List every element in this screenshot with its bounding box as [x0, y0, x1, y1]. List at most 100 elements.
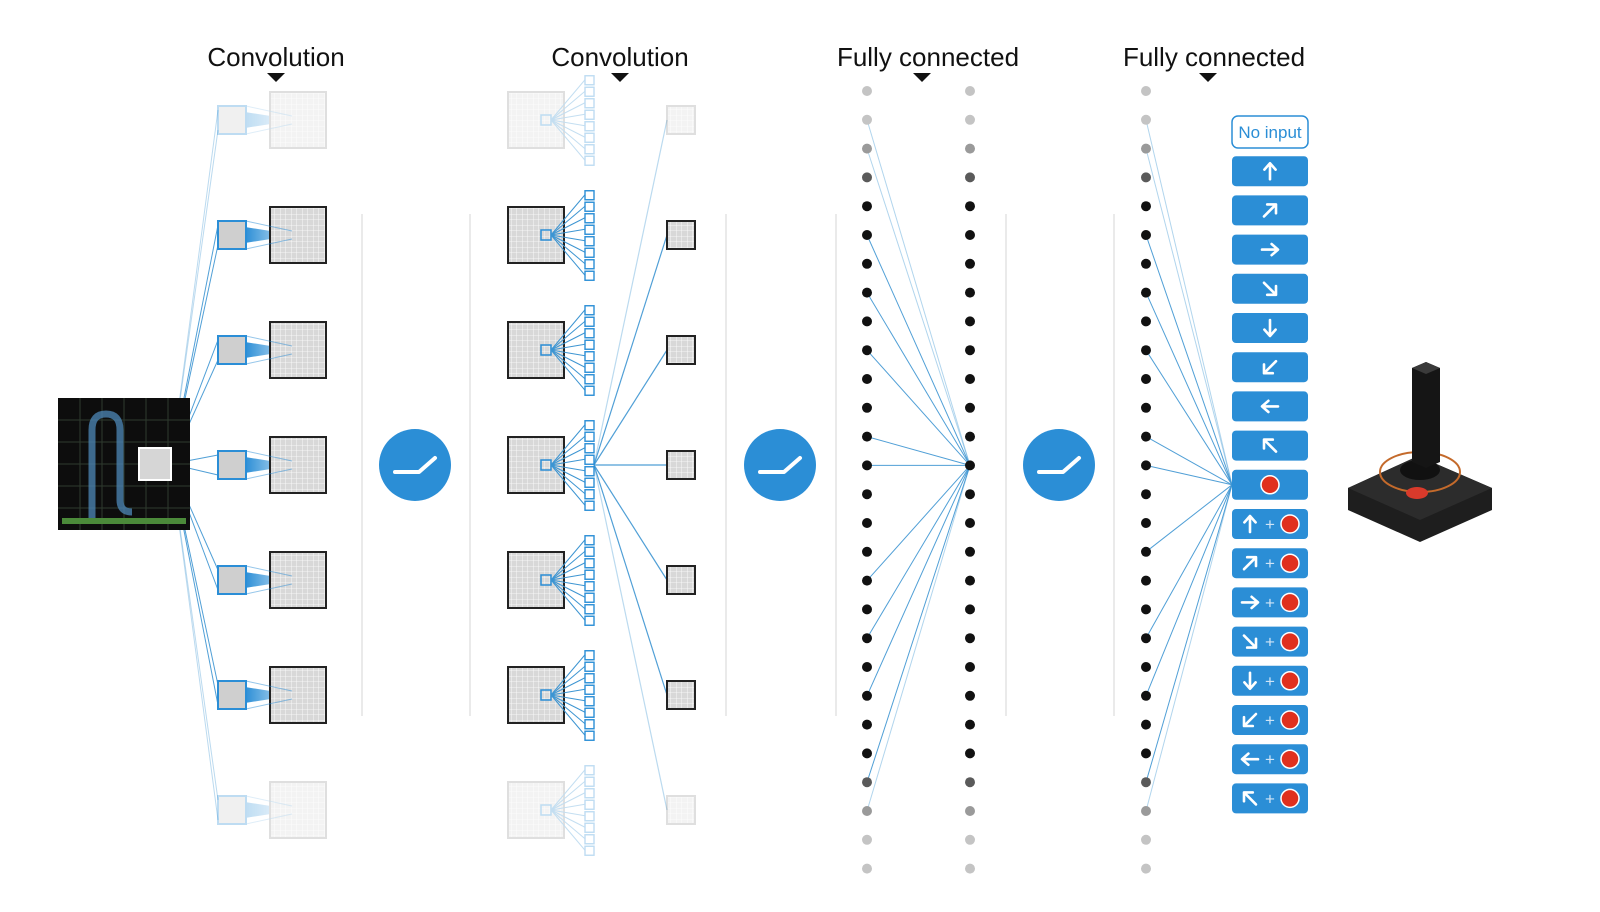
fc-node: [862, 287, 872, 298]
fc-node: [862, 489, 872, 500]
fc-node: [965, 806, 975, 816]
conv2-to-output-line: [593, 464, 668, 581]
fc3-to-action-line: [1145, 464, 1233, 486]
kernel-fan-line: [550, 688, 586, 696]
action-button-12: +: [1232, 548, 1308, 579]
fc-node: [1141, 863, 1151, 874]
kernel-fan-line: [550, 234, 586, 242]
kernel-fan-line: [550, 464, 586, 506]
fc1-to-fc2-line: [866, 148, 971, 466]
filter-weight: [584, 673, 595, 684]
fc-node: [862, 201, 872, 212]
conv2-input-map: [507, 91, 565, 149]
fc-node: [1141, 258, 1151, 269]
filter-weight: [584, 684, 595, 695]
kernel-fan-line: [550, 119, 586, 161]
action-button-6: [1232, 313, 1308, 343]
kernel-fan-line: [550, 769, 586, 811]
fc-node: [965, 316, 975, 327]
fc-node: [862, 460, 872, 471]
conv2-input-map: [507, 321, 565, 379]
stage-label-1: Convolution: [207, 42, 344, 72]
arrow-up-left-icon: [1242, 791, 1258, 806]
beam-edge: [245, 105, 293, 135]
arrow-down-icon: [1263, 318, 1277, 338]
no-input-button-frame: [1231, 115, 1309, 149]
arrow-up-icon: [1243, 514, 1257, 534]
fc-node: [862, 690, 872, 701]
filter-weight: [584, 615, 595, 626]
conv2-input-map: [507, 436, 565, 494]
conv1-unit-3: [217, 321, 327, 379]
conv2-unit-5: [507, 535, 696, 626]
kernel-fan-line: [550, 562, 586, 581]
joystick-stick: [1412, 362, 1440, 468]
action-button-9: [1232, 430, 1308, 461]
filter-weight: [584, 305, 595, 316]
conv1-kernel: [217, 565, 247, 595]
kernel-fan-line: [550, 113, 586, 121]
fc-node: [1141, 230, 1151, 240]
conv1-unit-4: [217, 436, 327, 494]
conv2-unit-7: [507, 765, 696, 856]
filter-weight: [584, 822, 595, 833]
conv2-to-output-line: [593, 119, 668, 466]
conv2-input-map: [507, 206, 565, 264]
kernel-fan-line: [550, 539, 586, 581]
filter-weight: [584, 604, 595, 615]
conv2-output-map: [666, 565, 696, 595]
action-button-15: +: [1232, 665, 1308, 696]
fc-node: [965, 518, 975, 528]
fc-node: [1141, 402, 1151, 413]
conv1-kernel: [217, 680, 247, 710]
kernel-fan-line: [550, 424, 586, 466]
conv2-kernel: [540, 804, 552, 816]
filter-weight: [584, 224, 595, 235]
kernel-fan-line: [550, 579, 586, 587]
filter-weight: [584, 236, 595, 247]
fc-node: [965, 777, 975, 788]
relu-circle: [1023, 429, 1095, 501]
filter-weight: [584, 845, 595, 856]
filter-weight: [584, 730, 595, 741]
fc-node: [965, 604, 975, 615]
filter-weight: [584, 155, 595, 166]
kernel-fan-line: [550, 343, 586, 351]
fc3-to-action-line: [1145, 436, 1233, 486]
arrow-left-icon: [1260, 399, 1280, 414]
input-frame: [58, 398, 190, 530]
relu-curve: [758, 456, 802, 474]
conv2-unit-3: [507, 305, 696, 396]
arrow-up-right-icon: [1242, 555, 1258, 571]
fc-node: [862, 748, 872, 759]
conv2-unit-6: [507, 650, 696, 741]
fc-node: [965, 402, 975, 413]
fc-node: [862, 374, 872, 384]
action-button-18: +: [1232, 783, 1308, 814]
kernel-fan-line: [550, 809, 586, 828]
conv2-input-map: [507, 666, 565, 724]
joystick-stick-top: [1412, 362, 1440, 374]
conv1-feature-map: [269, 781, 327, 839]
conv2-to-output-line: [593, 234, 668, 466]
conv1-unit-6: [217, 666, 327, 724]
arrow-right-icon: [1260, 242, 1280, 257]
fc-node: [1141, 719, 1151, 730]
fc-node: [862, 777, 872, 788]
fc-node: [965, 863, 975, 874]
kernel-fan-line: [550, 102, 586, 121]
filter-weight: [584, 776, 595, 787]
kernel-fan-line: [550, 792, 586, 811]
fc-node: [965, 114, 975, 125]
kernel-fan-line: [550, 332, 586, 351]
fire-button-icon: [1280, 788, 1300, 809]
fc-node: [1141, 201, 1151, 212]
conv2-output-map: [666, 335, 696, 365]
fire-button-icon: [1280, 553, 1300, 573]
filter-weight: [584, 385, 595, 396]
filter-weight: [584, 592, 595, 603]
fc-node: [1141, 172, 1151, 183]
fc3-to-action-line: [1145, 148, 1233, 485]
filter-weight: [584, 75, 595, 86]
arrow-right-icon: [1240, 595, 1260, 610]
